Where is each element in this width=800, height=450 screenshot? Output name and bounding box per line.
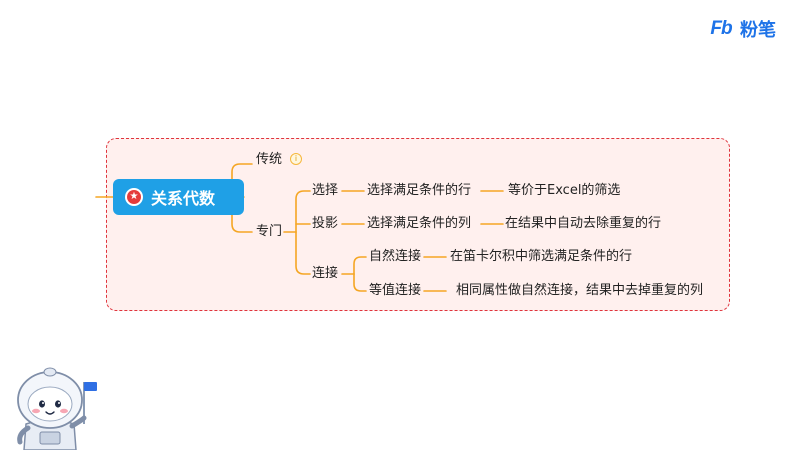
lightbulb-icon[interactable]: i [290, 153, 302, 165]
node-special[interactable]: 专门 [256, 224, 283, 239]
node-project-desc[interactable]: 选择满足条件的列 [367, 216, 472, 231]
mindmap-root-node[interactable]: ★ 关系代数 [113, 179, 244, 215]
brand-logo: Fb 粉笔 [706, 16, 776, 42]
node-select-desc[interactable]: 选择满足条件的行 [367, 183, 472, 198]
node-project[interactable]: 投影 [312, 216, 339, 231]
node-equi-join-desc[interactable]: 相同属性做自然连接，结果中去掉重复的列 [456, 283, 704, 298]
node-select-note[interactable]: 等价于Excel的筛选 [508, 183, 621, 198]
star-icon: ★ [125, 188, 143, 206]
node-project-note[interactable]: 在结果中自动去除重复的行 [505, 216, 662, 231]
node-traditional[interactable]: 传统 [256, 152, 283, 167]
astronaut-mascot-icon [17, 367, 97, 450]
node-select[interactable]: 选择 [312, 183, 339, 198]
node-join[interactable]: 连接 [312, 266, 339, 281]
node-natural-join-desc[interactable]: 在笛卡尔积中筛选满足条件的行 [450, 249, 633, 264]
mindmap-group-frame [106, 138, 730, 311]
node-equi-join[interactable]: 等值连接 [369, 283, 422, 298]
root-node-label: 关系代数 [151, 189, 216, 208]
fenbi-logo-icon: Fb [710, 18, 732, 39]
node-natural-join[interactable]: 自然连接 [369, 249, 422, 264]
brand-name: 粉笔 [740, 20, 776, 41]
